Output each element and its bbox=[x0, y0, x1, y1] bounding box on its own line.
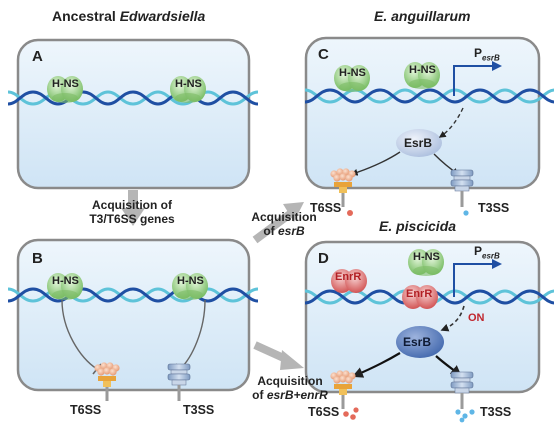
promoter-arrow-d bbox=[453, 259, 502, 297]
hns-label-a2: H-NS bbox=[175, 78, 202, 90]
t3ss-label-d: T3SS bbox=[480, 405, 512, 419]
title-ancestral: Ancestral Edwardsiella bbox=[52, 8, 205, 24]
title-piscicida: E. piscicida bbox=[379, 218, 457, 234]
t3ss-label-c: T3SS bbox=[478, 201, 510, 215]
arrow-acquisition-t3t6ss bbox=[121, 190, 145, 226]
t6ss-label-b: T6SS bbox=[70, 403, 102, 417]
activation-arrow-c-t6ss bbox=[350, 151, 401, 176]
hns-label-b1: H-NS bbox=[52, 275, 79, 287]
t6ss-label-c: T6SS bbox=[310, 201, 342, 215]
hns-label-d1: H-NS bbox=[413, 251, 440, 263]
expression-arrow-d bbox=[440, 305, 465, 332]
hns-label-a1: H-NS bbox=[52, 78, 79, 90]
label-acquisition-esrb: Acquisition of esrB bbox=[251, 210, 317, 238]
esrb-label-d: EsrB bbox=[403, 335, 432, 349]
esrb-label-c: EsrB bbox=[404, 136, 433, 150]
cell-panel-b bbox=[16, 238, 251, 392]
t3ss-effector-c bbox=[463, 210, 469, 216]
panel-label-b: B bbox=[32, 250, 43, 267]
t3ss-label-b: T3SS bbox=[183, 403, 215, 417]
enrr-label-d2: EnrR bbox=[406, 288, 433, 300]
title-ancestral-genus: Edwardsiella bbox=[119, 8, 206, 24]
promoter-arrow-c bbox=[453, 61, 502, 96]
title-anguillarum: E. anguillarum bbox=[374, 8, 471, 24]
hns-label-b2: H-NS bbox=[177, 275, 204, 287]
expression-arrow-c bbox=[438, 107, 464, 138]
cell-panel-c bbox=[304, 36, 541, 190]
hns-label-c1: H-NS bbox=[339, 67, 366, 79]
t6ss-effector-c bbox=[347, 210, 353, 216]
t3ss-effectors-d bbox=[455, 409, 475, 423]
title-ancestral-prefix: Ancestral bbox=[52, 8, 120, 24]
t6ss-effectors-d bbox=[343, 407, 359, 420]
promoter-label-d: PesrB bbox=[474, 244, 500, 261]
panel-label-c: C bbox=[318, 46, 329, 63]
cell-panel-a bbox=[16, 38, 251, 190]
panel-label-d: D bbox=[318, 250, 329, 267]
arrow-acquisition-esrb bbox=[252, 202, 304, 244]
label-acquisition-esrb-enrr: Acquisition of esrB+enrR bbox=[252, 374, 328, 402]
arrow-acquisition-esrb-enrr bbox=[253, 341, 304, 370]
label-acquisition-t3t6ss: Acquisition of T3/T6SS genes bbox=[89, 198, 175, 226]
activation-arrow-d-t6ss bbox=[351, 352, 401, 378]
on-label: ON bbox=[468, 312, 485, 324]
panel-label-a: A bbox=[32, 48, 43, 65]
promoter-label-c: PesrB bbox=[474, 46, 500, 63]
hns-label-c2: H-NS bbox=[409, 64, 436, 76]
esrb-protein-d bbox=[396, 326, 444, 358]
enrr-label-d1: EnrR bbox=[335, 271, 362, 283]
esrb-protein-c bbox=[396, 129, 442, 157]
repression-line-b-t6ss bbox=[61, 299, 98, 370]
t6ss-label-d: T6SS bbox=[308, 405, 340, 419]
